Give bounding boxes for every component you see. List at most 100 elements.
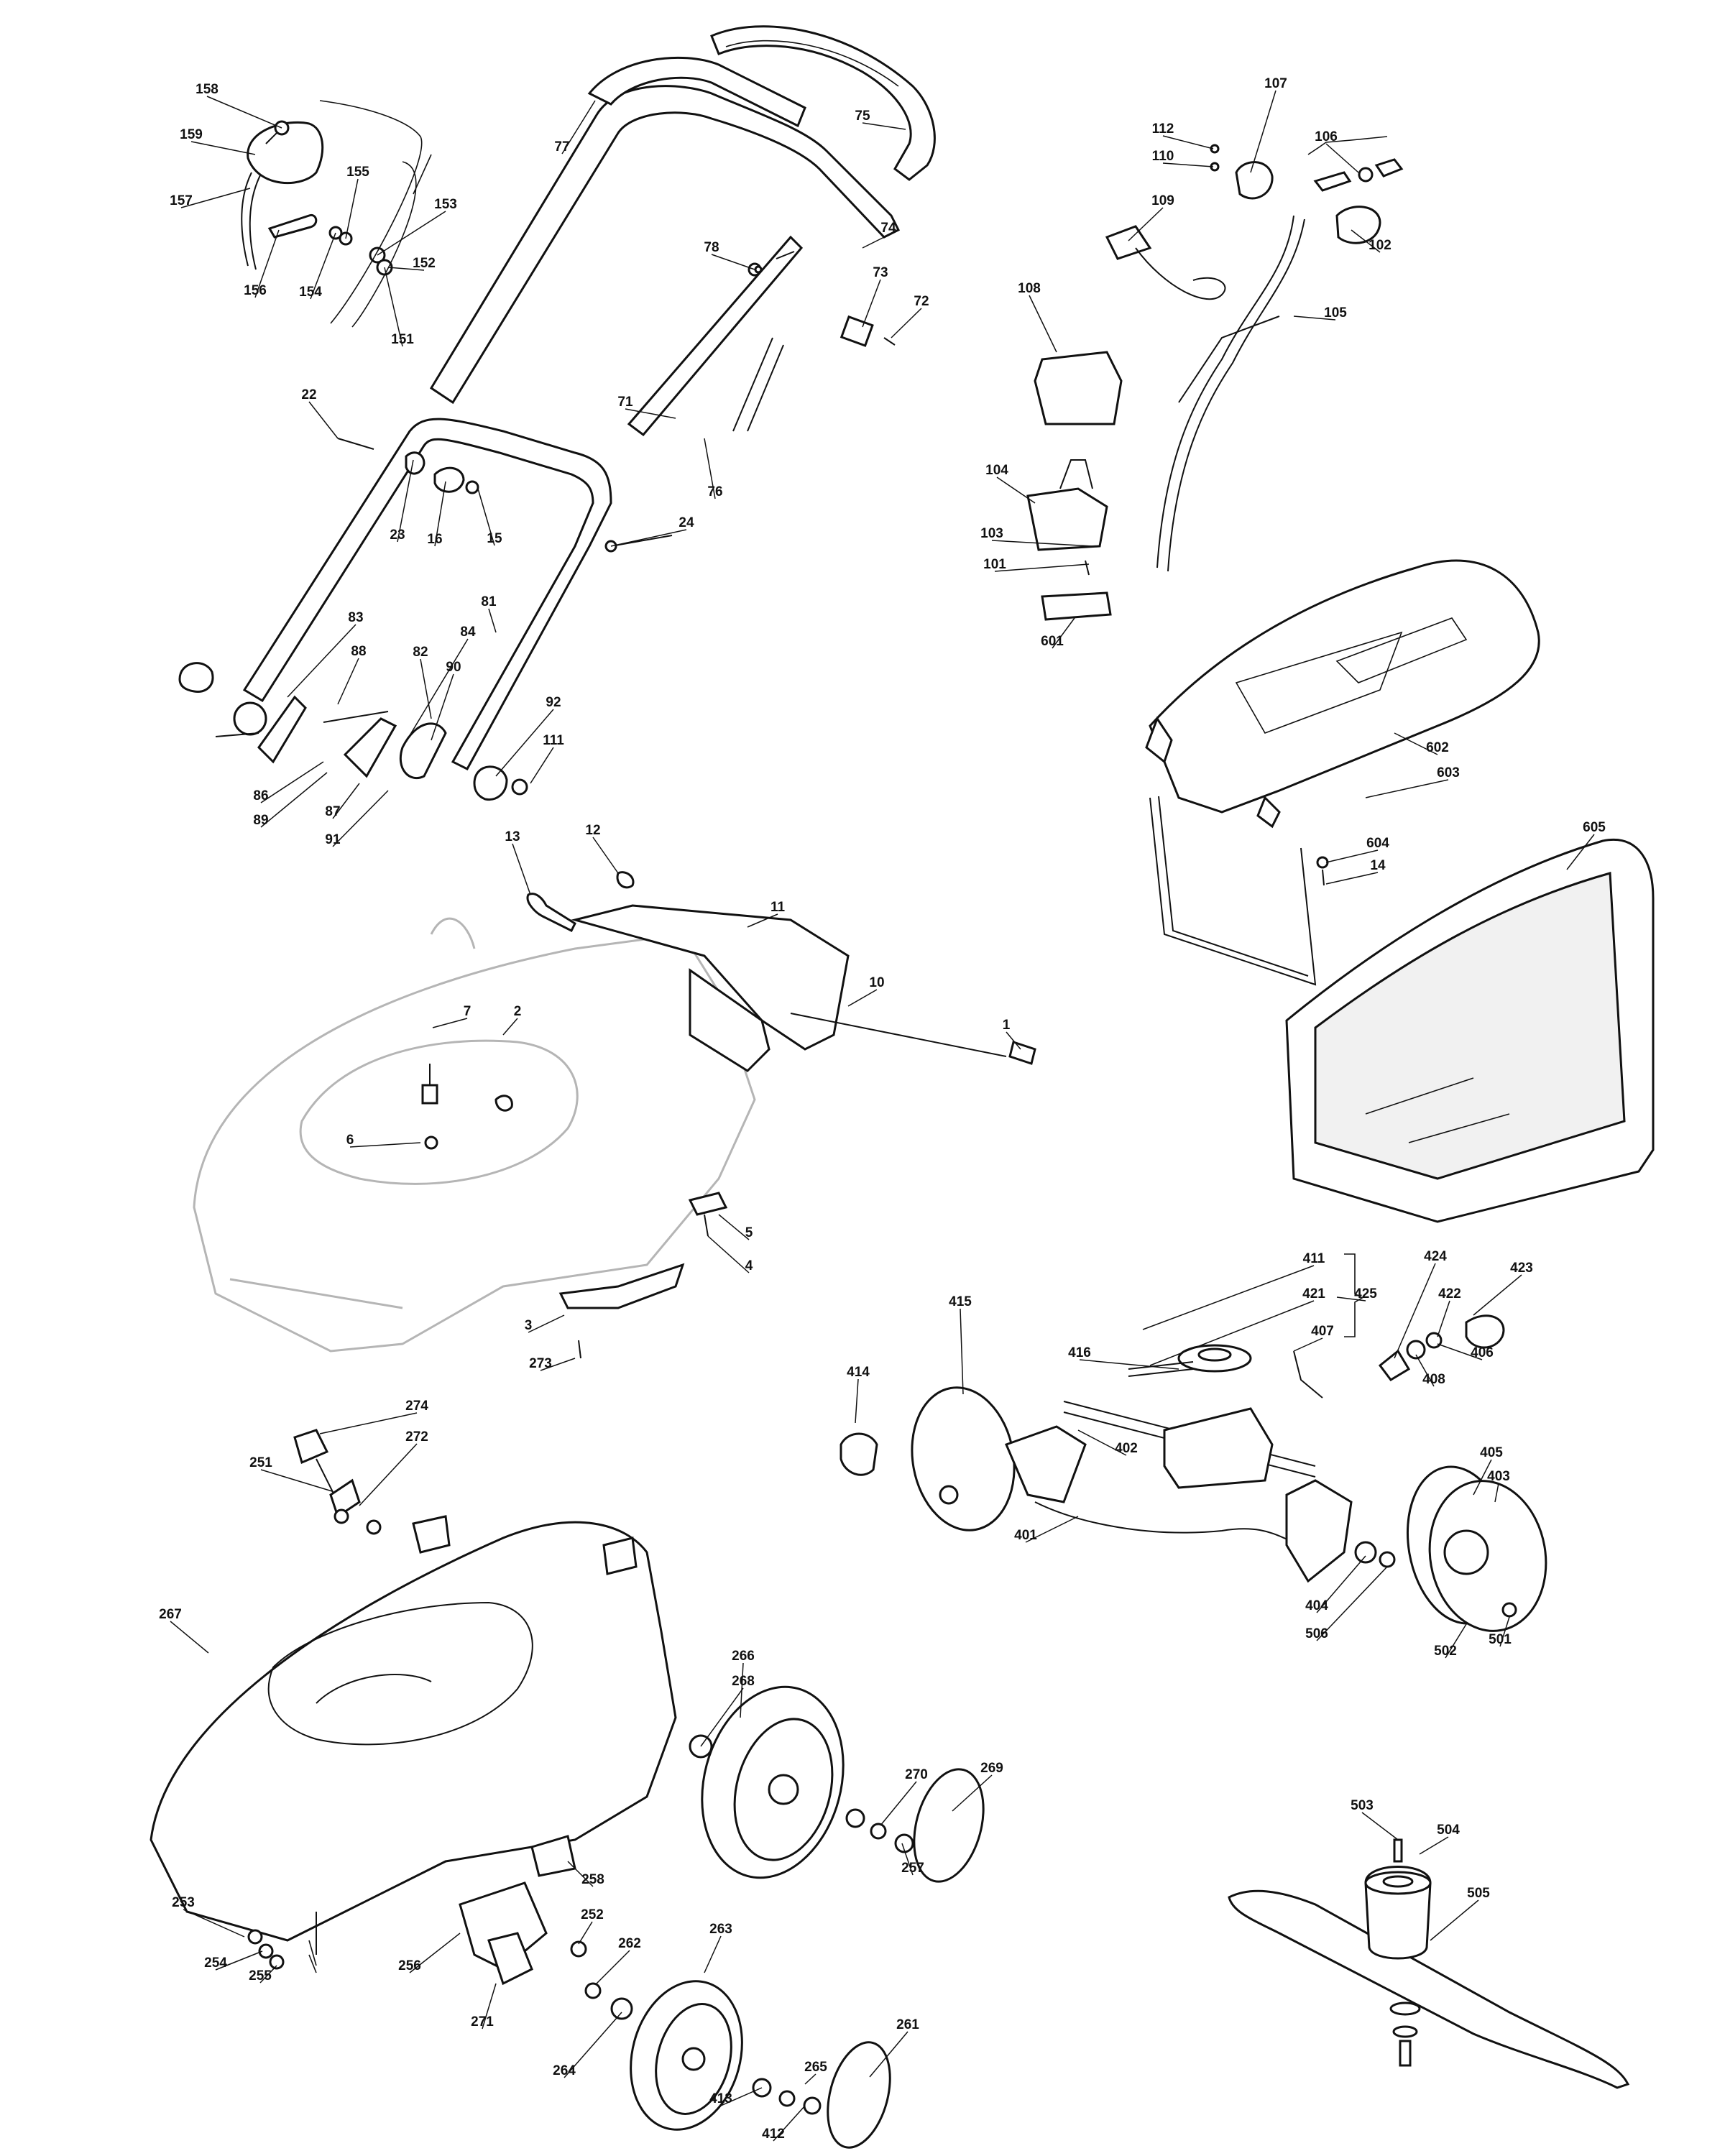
leader-line-103 bbox=[991, 540, 1093, 547]
part-number-271: 271 bbox=[471, 2014, 494, 2030]
leader-line-261 bbox=[869, 2031, 908, 2078]
part-number-261: 261 bbox=[896, 2017, 919, 2032]
leader-line-105 bbox=[1293, 315, 1336, 321]
part-number-91: 91 bbox=[325, 832, 341, 847]
part-number-84: 84 bbox=[460, 625, 476, 640]
part-number-87: 87 bbox=[325, 804, 340, 819]
leader-line-78 bbox=[711, 254, 755, 270]
leader-line-157 bbox=[180, 188, 251, 208]
leader-line-109 bbox=[1128, 207, 1164, 241]
leader-line-406 bbox=[1437, 1343, 1483, 1360]
leader-line-107 bbox=[1250, 90, 1276, 173]
group-bracket-411 bbox=[1344, 1253, 1363, 1337]
part-number-73: 73 bbox=[873, 265, 888, 280]
leader-line-421 bbox=[1149, 1300, 1315, 1366]
grass-collector-group bbox=[1145, 559, 1655, 1223]
leader-line-3 bbox=[528, 1314, 565, 1333]
leader-line-268 bbox=[700, 1687, 744, 1747]
leader-line-425 bbox=[1336, 1296, 1366, 1302]
part-number-74: 74 bbox=[880, 221, 896, 236]
leader-line-253 bbox=[183, 1909, 245, 1938]
part-number-503: 503 bbox=[1351, 1798, 1374, 1813]
leader-line-4 bbox=[707, 1235, 750, 1273]
leader-line-13 bbox=[512, 843, 531, 895]
part-number-416: 416 bbox=[1068, 1345, 1091, 1360]
part-number-153: 153 bbox=[434, 197, 457, 212]
leader-line-77 bbox=[561, 100, 596, 155]
part-number-158: 158 bbox=[196, 82, 218, 97]
leader-line-10 bbox=[847, 989, 878, 1007]
leader-line-254 bbox=[215, 1950, 263, 1971]
part-number-23: 23 bbox=[390, 528, 405, 543]
part-number-92: 92 bbox=[546, 695, 561, 710]
part-number-414: 414 bbox=[847, 1365, 870, 1380]
part-number-424: 424 bbox=[1424, 1249, 1447, 1264]
leader-line-423 bbox=[1473, 1274, 1522, 1316]
leader-line-407 bbox=[1293, 1337, 1323, 1352]
part-number-406: 406 bbox=[1471, 1345, 1494, 1360]
leader-line-24 bbox=[610, 529, 687, 547]
part-number-273: 273 bbox=[529, 1356, 552, 1371]
leader-line-111 bbox=[530, 747, 554, 784]
part-number-106: 106 bbox=[1315, 129, 1338, 144]
part-number-7: 7 bbox=[464, 1004, 472, 1019]
leader-line-274 bbox=[319, 1412, 418, 1434]
leader-line-255 bbox=[259, 1965, 277, 1984]
leader-line-604 bbox=[1325, 849, 1379, 863]
leader-line-87 bbox=[332, 783, 360, 819]
leader-line-413 bbox=[720, 2087, 763, 2106]
leader-line-503 bbox=[1361, 1812, 1399, 1841]
leader-line-408 bbox=[1415, 1354, 1435, 1387]
part-number-16: 16 bbox=[427, 532, 442, 547]
part-number-109: 109 bbox=[1151, 193, 1174, 208]
leader-line-264 bbox=[564, 2012, 622, 2078]
part-number-502: 502 bbox=[1434, 1644, 1457, 1659]
leader-line-7 bbox=[432, 1018, 468, 1028]
part-number-252: 252 bbox=[581, 1907, 604, 1922]
part-number-155: 155 bbox=[346, 165, 369, 180]
part-number-506: 506 bbox=[1305, 1626, 1328, 1641]
part-number-76: 76 bbox=[707, 484, 722, 499]
part-number-151: 151 bbox=[391, 332, 414, 347]
part-number-255: 255 bbox=[249, 1968, 272, 1984]
leader-line-23 bbox=[397, 459, 414, 543]
part-number-4: 4 bbox=[745, 1258, 753, 1273]
electric-start-group bbox=[1026, 144, 1404, 621]
part-number-404: 404 bbox=[1305, 1598, 1328, 1613]
leader-line-159 bbox=[190, 141, 256, 155]
leader-line-91 bbox=[332, 790, 389, 847]
leader-line-602 bbox=[1394, 732, 1438, 755]
leader-line-88 bbox=[337, 658, 359, 705]
part-number-251: 251 bbox=[249, 1455, 272, 1470]
part-number-6: 6 bbox=[346, 1133, 354, 1148]
leader-line-252 bbox=[578, 1921, 593, 1945]
part-number-267: 267 bbox=[159, 1607, 182, 1622]
leader-line-71 bbox=[625, 408, 676, 419]
leader-line-415 bbox=[960, 1308, 964, 1395]
leader-line-270 bbox=[880, 1781, 917, 1826]
leader-line-81 bbox=[488, 608, 497, 633]
part-number-505: 505 bbox=[1467, 1886, 1490, 1901]
leader-line-263 bbox=[704, 1935, 722, 1973]
part-number-81: 81 bbox=[481, 594, 497, 609]
part-number-3: 3 bbox=[525, 1318, 533, 1333]
leader-line-153 bbox=[377, 211, 446, 256]
part-number-422: 422 bbox=[1438, 1286, 1461, 1302]
part-number-401: 401 bbox=[1014, 1528, 1037, 1543]
part-number-407: 407 bbox=[1311, 1324, 1334, 1339]
part-number-269: 269 bbox=[980, 1761, 1003, 1776]
leader-line-83 bbox=[287, 624, 356, 698]
part-number-71: 71 bbox=[617, 395, 633, 410]
part-number-107: 107 bbox=[1264, 76, 1287, 91]
leader-line-14 bbox=[1325, 872, 1379, 885]
part-number-425: 425 bbox=[1354, 1286, 1377, 1302]
leader-line-72 bbox=[891, 308, 922, 338]
leader-line-603 bbox=[1365, 779, 1449, 798]
part-number-88: 88 bbox=[351, 644, 366, 659]
part-number-89: 89 bbox=[253, 813, 268, 828]
leader-line-251 bbox=[260, 1469, 333, 1492]
leader-line-112 bbox=[1162, 135, 1214, 149]
